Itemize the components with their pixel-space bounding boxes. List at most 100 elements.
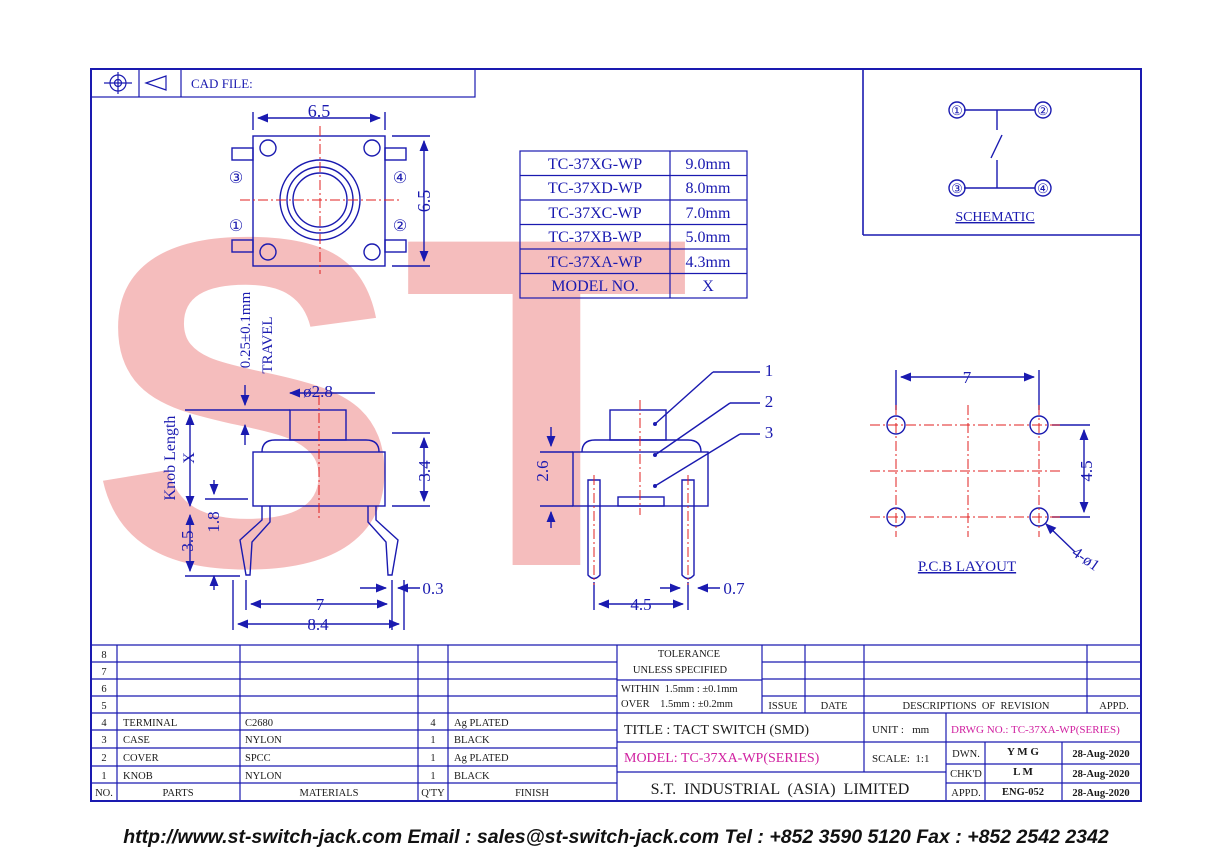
- svg-text:1: 1: [101, 771, 106, 782]
- svg-text:3: 3: [101, 735, 106, 746]
- svg-text:28-Aug-2020: 28-Aug-2020: [1072, 769, 1129, 780]
- svg-text:2: 2: [101, 753, 106, 764]
- pcb-width-dim: 7: [963, 368, 972, 387]
- cad-file-label: CAD FILE:: [191, 76, 253, 91]
- value-cell: 4.3mm: [686, 254, 731, 271]
- svg-text:TOLERANCE: TOLERANCE: [658, 649, 720, 660]
- top-view: 6.5 6.5 ③ ④ ① ②: [229, 101, 434, 274]
- svg-text:APPD.: APPD.: [951, 788, 980, 799]
- svg-text:NO.: NO.: [95, 788, 113, 799]
- model-cell: TC-37XB-WP: [548, 229, 641, 246]
- svg-text:DESCRIPTIONS OF REVISION: DESCRIPTIONS OF REVISION: [902, 701, 1049, 712]
- pin-4-label: ④: [393, 170, 407, 187]
- company-name: S.T. INDUSTRIAL (ASIA) LIMITED: [651, 781, 910, 798]
- svg-text:1: 1: [430, 771, 435, 782]
- model-label: MODEL: TC-37XA-WP(SERIES): [624, 751, 820, 766]
- pcb-hole-dim: 4-ø1: [1069, 544, 1103, 575]
- svg-text:CASE: CASE: [123, 735, 150, 746]
- svg-text:MATERIALS: MATERIALS: [300, 788, 359, 799]
- svg-text:TERMINAL: TERMINAL: [123, 718, 177, 729]
- knob-dia-dim: ø2.8: [303, 382, 333, 401]
- svg-text:6: 6: [101, 684, 106, 695]
- svg-text:UNLESS SPECIFIED: UNLESS SPECIFIED: [633, 665, 728, 676]
- svg-text:ENG-052: ENG-052: [1002, 787, 1044, 798]
- pin-height-dim: 1.8: [204, 511, 223, 532]
- svg-text:OVER 1.5mm : ±0.2mm: OVER 1.5mm : ±0.2mm: [621, 699, 733, 710]
- cad-file-header: [90, 68, 476, 98]
- value-cell: 9.0mm: [686, 156, 731, 173]
- svg-text:1: 1: [430, 753, 435, 764]
- schematic-box: [862, 69, 1141, 236]
- drawing-number: DRWG NO.: TC-37XA-WP(SERIES): [951, 724, 1120, 736]
- svg-text:①: ①: [951, 103, 963, 118]
- svg-text:NYLON: NYLON: [245, 771, 282, 782]
- front-height-dim: 2.6: [533, 460, 552, 481]
- schematic-label: SCHEMATIC: [955, 210, 1034, 225]
- travel-dim: 0.25±0.1mm: [238, 291, 254, 368]
- lead-thickness-dim: 0.3: [422, 579, 443, 598]
- schematic-pins: ① ② ③ ④: [951, 103, 1049, 196]
- svg-text:SPCC: SPCC: [245, 753, 271, 764]
- title-block: TITLE : TACT SWITCH (SMD) UNIT : mm DRWG…: [624, 723, 1130, 799]
- svg-text:APPD.: APPD.: [1099, 701, 1128, 712]
- svg-text:Ag PLATED: Ag PLATED: [454, 753, 509, 764]
- svg-text:C2680: C2680: [245, 718, 273, 729]
- knob-length-label: Knob Length: [162, 416, 179, 501]
- model-cell: TC-37XA-WP: [548, 254, 642, 271]
- svg-text:Ag PLATED: Ag PLATED: [454, 718, 509, 729]
- model-header: MODEL NO.: [551, 278, 638, 295]
- front-pin-width-dim: 0.7: [723, 579, 745, 598]
- pcb-layout: 7 4.5 4-ø1 P.C.B LAYOUT: [870, 368, 1102, 575]
- pin-1-label: ①: [229, 218, 243, 235]
- svg-text:5: 5: [101, 701, 106, 712]
- svg-text:Q'TY: Q'TY: [421, 788, 445, 799]
- drawing-frame: [90, 68, 1142, 802]
- callout-3: 3: [765, 423, 774, 442]
- value-cell: 5.0mm: [686, 229, 731, 246]
- body-height-dim: 3.4: [415, 460, 434, 482]
- model-cell: TC-37XC-WP: [548, 205, 641, 222]
- revision-block: TOLERANCE UNLESS SPECIFIED WITHIN 1.5mm …: [621, 649, 1129, 712]
- schematic-symbol: [948, 101, 1052, 197]
- svg-text:ISSUE: ISSUE: [768, 701, 797, 712]
- svg-text:28-Aug-2020: 28-Aug-2020: [1072, 749, 1129, 760]
- pin-2-label: ②: [393, 218, 407, 235]
- svg-text:PARTS: PARTS: [162, 788, 193, 799]
- lead-height-dim: 3.5: [178, 530, 197, 551]
- svg-text:4: 4: [430, 718, 436, 729]
- callout-1: 1: [765, 361, 774, 380]
- svg-text:28-Aug-2020: 28-Aug-2020: [1072, 788, 1129, 799]
- travel-label: TRAVEL: [260, 316, 276, 373]
- side-view: 0.25±0.1mm TRAVEL ø2.8 Knob Length X 3.4…: [162, 291, 444, 634]
- pcb-layout-label: P.C.B LAYOUT: [918, 559, 1016, 575]
- contact-footer: http://www.st-switch-jack.com Email : sa…: [123, 826, 1109, 848]
- top-width-dim: 6.5: [308, 101, 331, 121]
- model-cell: TC-37XD-WP: [548, 180, 642, 197]
- top-height-dim: 6.5: [414, 190, 434, 213]
- callout-2: 2: [765, 392, 774, 411]
- pin-3-label: ③: [229, 170, 243, 187]
- model-table: TC-37XG-WP 9.0mm TC-37XD-WP 8.0mm TC-37X…: [519, 150, 748, 299]
- pin-span-dim: 7: [316, 595, 325, 614]
- svg-text:FINISH: FINISH: [515, 788, 549, 799]
- bottom-grid: [91, 644, 1141, 801]
- svg-text:DATE: DATE: [821, 701, 848, 712]
- front-pin-span-dim: 4.5: [630, 595, 651, 614]
- svg-text:L M: L M: [1013, 766, 1033, 778]
- svg-text:BLACK: BLACK: [454, 735, 490, 746]
- svg-text:4: 4: [101, 718, 107, 729]
- knob-x-label: X: [181, 452, 198, 464]
- svg-text:BLACK: BLACK: [454, 771, 490, 782]
- value-cell: 8.0mm: [686, 180, 731, 197]
- value-header: X: [702, 278, 714, 295]
- svg-text:②: ②: [1037, 103, 1049, 118]
- svg-text:DWN.: DWN.: [952, 749, 980, 760]
- scale-label: SCALE: 1:1: [872, 753, 929, 765]
- svg-text:KNOB: KNOB: [123, 771, 153, 782]
- drawing-title: TITLE : TACT SWITCH (SMD): [624, 723, 809, 738]
- svg-text:Y M G: Y M G: [1007, 746, 1039, 758]
- model-cell: TC-37XG-WP: [548, 156, 642, 173]
- svg-text:④: ④: [1037, 181, 1049, 196]
- svg-text:NYLON: NYLON: [245, 735, 282, 746]
